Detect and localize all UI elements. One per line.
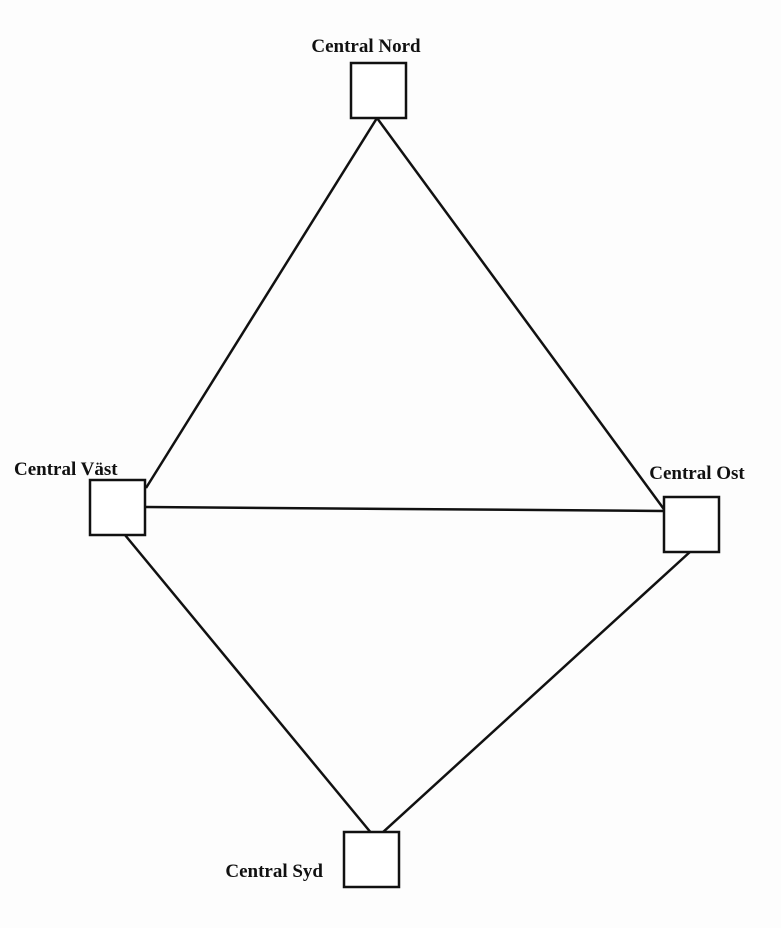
link-ost-syd <box>380 550 692 835</box>
link-nord-ost <box>375 117 668 513</box>
node-box <box>662 495 721 554</box>
node-box <box>349 61 408 120</box>
node-label: Central Ost <box>649 463 745 484</box>
node-label: Central Nord <box>311 36 421 57</box>
node-box <box>342 830 401 889</box>
node-central-ost: Central Ost <box>649 463 745 554</box>
node-box <box>88 478 147 537</box>
link-nord-vast <box>144 117 379 489</box>
node-central-syd: Central Syd <box>225 830 401 889</box>
node-label: Central Syd <box>225 861 323 882</box>
node-central-vast: Central Väst <box>14 459 147 537</box>
link-vast-ost <box>145 505 665 513</box>
node-central-nord: Central Nord <box>311 36 421 120</box>
link-vast-syd <box>124 534 373 835</box>
links <box>124 117 692 835</box>
node-label: Central Väst <box>14 459 118 480</box>
